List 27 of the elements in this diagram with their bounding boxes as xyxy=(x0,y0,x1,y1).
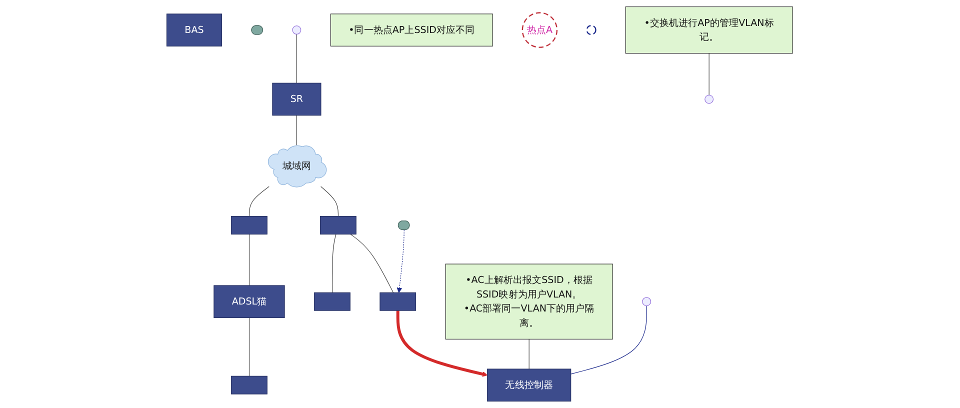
arrow xyxy=(397,230,405,293)
connector xyxy=(529,338,530,370)
connector xyxy=(249,317,250,376)
connector xyxy=(249,186,270,217)
node-box xyxy=(320,216,357,234)
node-circle xyxy=(586,24,597,36)
node-box: •同一热点AP上SSID对应不同 xyxy=(330,14,494,46)
node-circle: 热点A xyxy=(522,12,558,48)
connector xyxy=(296,34,298,84)
arrow xyxy=(396,310,488,377)
connector xyxy=(332,234,337,293)
node-box xyxy=(380,292,416,311)
connector xyxy=(320,186,339,217)
node-box: ADSL猫 xyxy=(214,285,286,318)
node-box xyxy=(314,292,351,311)
node-box: SR xyxy=(272,82,322,116)
connector xyxy=(350,234,394,293)
node-box: BAS xyxy=(166,14,222,46)
node-box xyxy=(231,376,268,394)
connector xyxy=(296,115,298,146)
connector xyxy=(249,234,250,286)
node-box: 无线控制器 xyxy=(487,368,572,402)
connector xyxy=(570,305,648,374)
node-box: •AC上解析出报文SSID，根据SSID映射为用户VLAN。 •AC部署同一VLAN下的用户隔离。 xyxy=(446,264,614,340)
node-box xyxy=(231,216,268,234)
connector xyxy=(709,53,710,96)
node-box: •交换机进行AP的管理VLAN标记。 xyxy=(626,6,794,54)
